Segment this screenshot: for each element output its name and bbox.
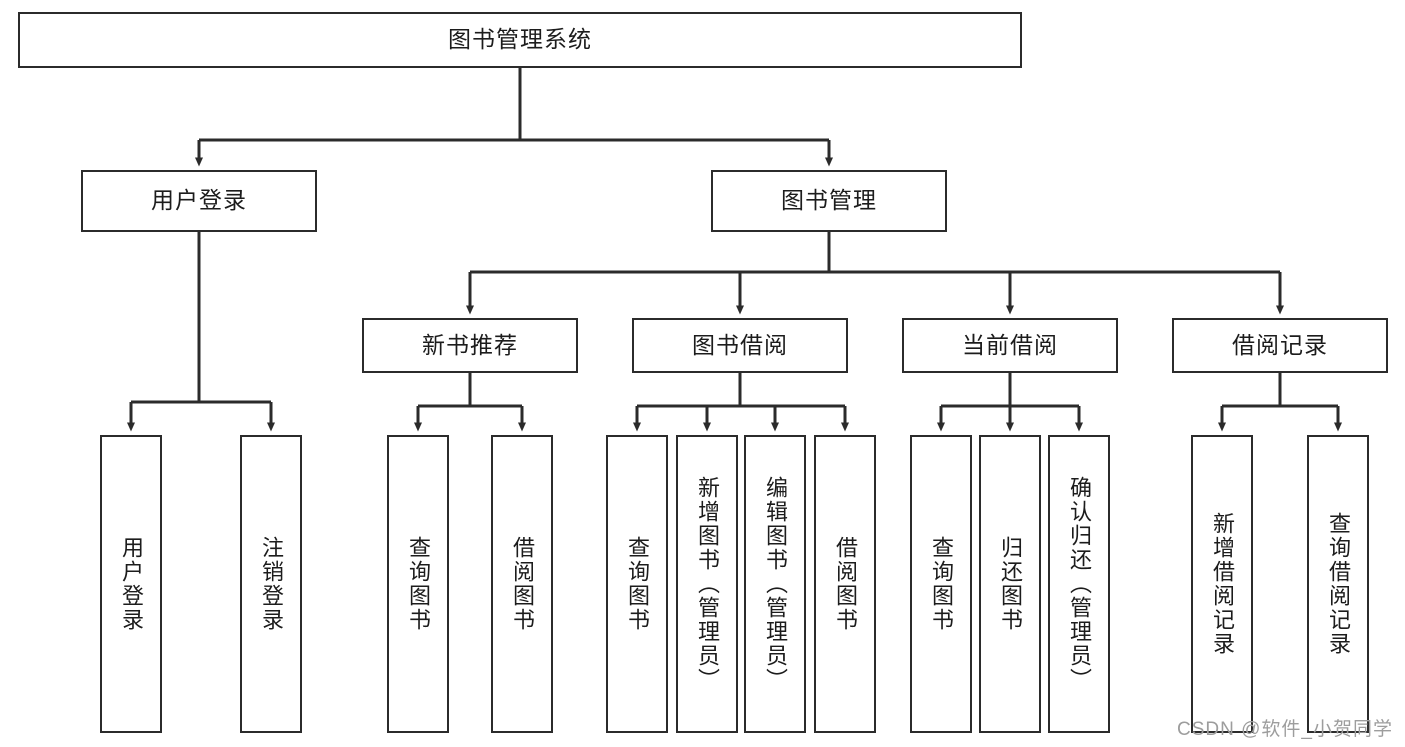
node-label: 新增图书（管理员） (694, 476, 720, 692)
node-leaf-query-book-3[interactable]: 查询图书 (910, 435, 972, 733)
node-label: 新增借阅记录 (1209, 512, 1235, 656)
node-user-login[interactable]: 用户登录 (81, 170, 317, 232)
node-leaf-confirm-return[interactable]: 确认归还（管理员） (1048, 435, 1110, 733)
node-leaf-query-record[interactable]: 查询借阅记录 (1307, 435, 1369, 733)
node-leaf-borrow-book-1[interactable]: 借阅图书 (491, 435, 553, 733)
node-book-management[interactable]: 图书管理 (711, 170, 947, 232)
node-label: 注销登录 (258, 536, 284, 632)
node-label: 查询图书 (624, 536, 650, 632)
node-label: 借阅图书 (832, 536, 858, 632)
node-label: 查询图书 (928, 536, 954, 632)
node-leaf-add-record[interactable]: 新增借阅记录 (1191, 435, 1253, 733)
node-leaf-logout-login[interactable]: 注销登录 (240, 435, 302, 733)
node-label: 查询图书 (405, 536, 431, 632)
node-label: 归还图书 (997, 536, 1023, 632)
node-leaf-return-book[interactable]: 归还图书 (979, 435, 1041, 733)
node-leaf-add-book[interactable]: 新增图书（管理员） (676, 435, 738, 733)
node-label: 借阅图书 (509, 536, 535, 632)
node-label: 借阅记录 (1232, 331, 1328, 358)
node-root-book-management-system[interactable]: 图书管理系统 (18, 12, 1022, 68)
node-leaf-query-book-2[interactable]: 查询图书 (606, 435, 668, 733)
node-leaf-user-login[interactable]: 用户登录 (100, 435, 162, 733)
node-label: 查询借阅记录 (1325, 512, 1351, 656)
node-current-borrow[interactable]: 当前借阅 (902, 318, 1118, 373)
node-leaf-query-book-1[interactable]: 查询图书 (387, 435, 449, 733)
csdn-watermark: CSDN @软件_小贺同学 (1177, 719, 1393, 740)
node-label: 用户登录 (151, 187, 247, 214)
node-label: 确认归还（管理员） (1066, 476, 1092, 692)
node-label: 图书管理 (781, 187, 877, 214)
node-new-book-recommend[interactable]: 新书推荐 (362, 318, 578, 373)
node-book-borrow[interactable]: 图书借阅 (632, 318, 848, 373)
node-label: 当前借阅 (962, 331, 1058, 358)
node-label: 图书借阅 (692, 331, 788, 358)
node-label: 图书管理系统 (448, 26, 592, 53)
node-label: 新书推荐 (422, 331, 518, 358)
node-leaf-borrow-book-2[interactable]: 借阅图书 (814, 435, 876, 733)
node-label: 用户登录 (118, 536, 144, 632)
node-label: 编辑图书（管理员） (762, 476, 788, 692)
node-borrow-record[interactable]: 借阅记录 (1172, 318, 1388, 373)
node-leaf-edit-book[interactable]: 编辑图书（管理员） (744, 435, 806, 733)
